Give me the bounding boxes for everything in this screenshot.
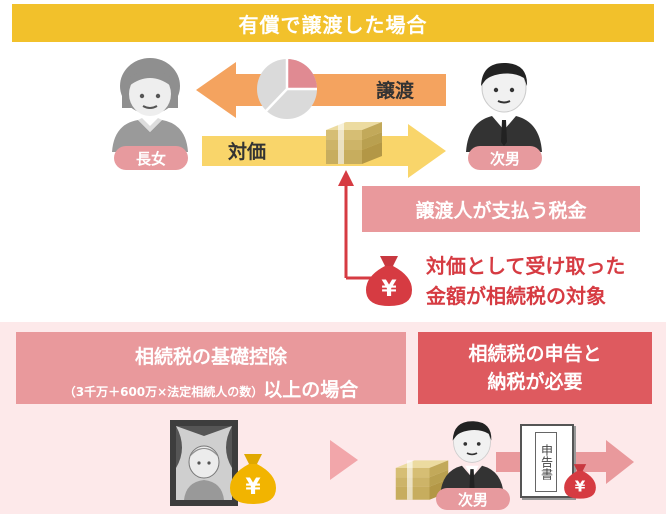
consideration-label: 対価	[228, 141, 267, 163]
money-bag-icon: ¥	[366, 256, 412, 306]
money-stack-bottom-icon	[395, 460, 449, 500]
man-icon	[466, 62, 542, 152]
filing-line-1: 相続税の申告と	[468, 343, 602, 365]
pie-chart-icon	[257, 59, 317, 119]
consideration-arrow-icon	[202, 124, 446, 178]
basic-deduction-box: 相続税の基礎控除 （3千万＋600万×法定相続人の数）以上の場合	[16, 332, 406, 404]
son-label: 次男	[468, 146, 542, 170]
son-label-bottom: 次男	[436, 488, 510, 510]
tax-payer-box: 譲渡人が支払う税金	[362, 186, 640, 232]
chevron-right-icon	[330, 440, 358, 480]
filing-required-box: 相続税の申告と 納税が必要	[418, 332, 652, 404]
yen-symbol-gold: ¥	[245, 475, 261, 500]
transfer-label: 譲渡	[376, 80, 415, 102]
deceased-portrait-icon	[170, 420, 238, 506]
connector-arrow-icon	[338, 170, 372, 280]
document-label: 申告書	[539, 444, 554, 480]
daughter-label: 長女	[114, 146, 188, 170]
deduction-title: 相続税の基礎控除	[134, 346, 287, 368]
gold-money-bag-icon: ¥	[230, 454, 276, 504]
tax-return-document: 申告書	[520, 424, 574, 498]
deduction-condition: 以上の場合	[263, 379, 359, 401]
money-stack-icon	[326, 122, 382, 164]
filing-line-2: 納税が必要	[487, 371, 583, 393]
transfer-arrow-icon	[196, 62, 446, 118]
yen-symbol-small: ¥	[575, 478, 586, 496]
title-banner: 有償で譲渡した場合	[12, 4, 654, 42]
note-line-2: 金額が相続税の対象	[426, 284, 606, 308]
note-line-1: 対価として受け取った	[426, 254, 626, 278]
deduction-formula: （3千万＋600万×法定相続人の数）	[63, 385, 264, 399]
yen-symbol: ¥	[381, 277, 397, 302]
money-bag-bottom-icon: ¥	[564, 464, 596, 499]
woman-icon	[112, 58, 188, 152]
